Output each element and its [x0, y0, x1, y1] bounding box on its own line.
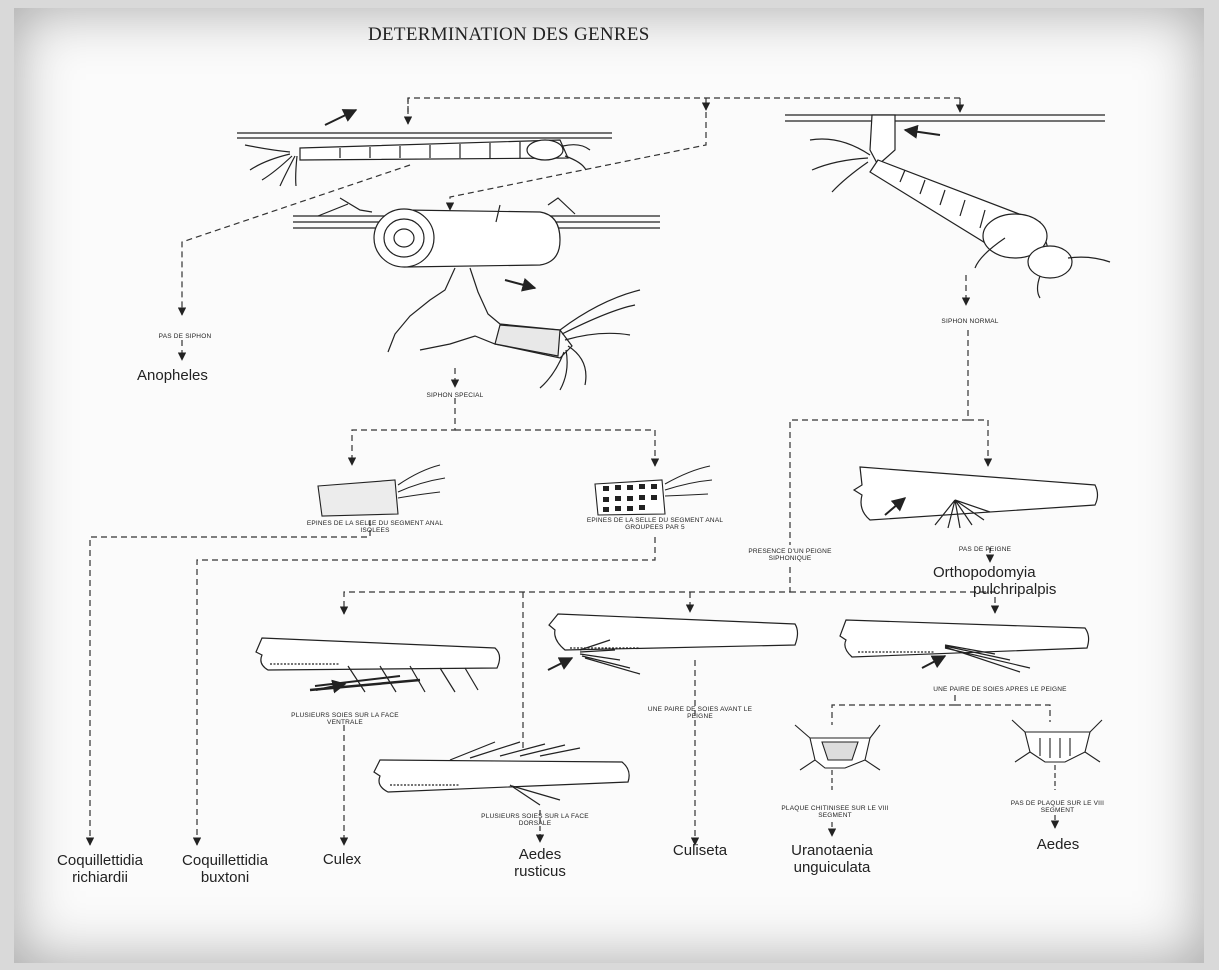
genus-aedes-rusticus: Aedes rusticus [500, 846, 580, 880]
anopheles-larva-figure [237, 109, 612, 187]
page-title: DETERMINATION DES GENRES [368, 24, 650, 45]
genus-aedes: Aedes [1036, 836, 1080, 853]
genus-uranotaenia: Uranotaenia unguiculata [782, 842, 882, 876]
label-no-siphon: PAS DE SIPHON [158, 333, 212, 340]
label-comb-present: PRESENCE D'UN PEIGNE SIPHONIQUE [748, 548, 832, 562]
aedes-rusticus-siphon-figure [373, 741, 630, 806]
genus-coq-richiardii-line1: Coquillettidia [57, 852, 143, 869]
genus-coq-buxtoni-line1: Coquillettidia [182, 852, 268, 869]
genus-anopheles: Anopheles [137, 367, 208, 384]
grouped-spines-figure [594, 465, 713, 516]
label-special-siphon: SIPHON SPECIAL [426, 392, 484, 399]
connector-coq-richiardii [85, 520, 371, 846]
label-grouped-spines: EPINES DE LA SELLE DU SEGMENT ANAL GROUP… [586, 517, 724, 531]
connector-top [407, 97, 961, 112]
genus-coq-buxtoni-line2: buxtoni [200, 869, 250, 886]
label-pair-after-comb: UNE PAIRE DE SOIES APRES LE PEIGNE [933, 686, 1067, 693]
genus-coq-richiardii: Coquillettidia richiardii [40, 852, 160, 886]
culex-siphon-figure [255, 637, 501, 694]
genus-orthopodomyia-line1: Orthopodomyia [933, 564, 1036, 581]
normal-siphon-larva-figure [785, 114, 1111, 299]
label-dorsal-setae: PLUSIEURS SOIES SUR LA FACE DORSALE [481, 813, 589, 827]
aedes-segment-figure [1011, 719, 1103, 763]
genus-uranotaenia-line1: Uranotaenia [791, 842, 873, 859]
label-no-plate: PAS DE PLAQUE SUR LE VIII SEGMENT [1010, 800, 1105, 814]
genus-orthopodomyia: Orthopodomyia pulchripalpis [933, 564, 1103, 598]
label-ventral-setae: PLUSIEURS SOIES SUR LA FACE VENTRALE [291, 712, 399, 726]
genus-uranotaenia-line2: unguiculata [793, 859, 871, 876]
label-pair-before-comb: UNE PAIRE DE SOIES AVANT LE PEIGNE [647, 706, 753, 720]
connector-comb [339, 567, 791, 615]
genus-aedes-rusticus-line2: rusticus [514, 863, 566, 880]
genus-culex: Culex [322, 851, 362, 868]
comb-after-setae-siphon-figure [839, 619, 1090, 673]
label-no-comb: PAS DE PEIGNE [958, 546, 1012, 553]
isolated-spines-figure [317, 464, 446, 517]
uranotaenia-segment-figure [794, 724, 881, 771]
label-normal-siphon: SIPHON NORMAL [941, 318, 999, 325]
genus-coq-richiardii-line2: richiardii [72, 869, 128, 886]
label-chitin-plate: PLAQUE CHITINISEE SUR LE VIII SEGMENT [781, 805, 889, 819]
special-siphon-figure [293, 197, 660, 391]
orthopodomyia-siphon-figure [852, 466, 1099, 529]
label-isolated-spines: EPINES DE LA SELLE DU SEGMENT ANAL ISOLE… [306, 520, 444, 534]
genus-coq-buxtoni: Coquillettidia buxtoni [170, 852, 280, 886]
genus-culiseta: Culiseta [672, 842, 728, 859]
connector-coq-buxtoni [192, 537, 656, 846]
culiseta-siphon-figure [547, 613, 799, 675]
genus-aedes-rusticus-line1: Aedes [518, 846, 562, 863]
connector-anopheles [177, 164, 411, 316]
connector-special [445, 112, 707, 211]
genus-orthopodomyia-line2: pulchripalpis [973, 581, 1057, 598]
